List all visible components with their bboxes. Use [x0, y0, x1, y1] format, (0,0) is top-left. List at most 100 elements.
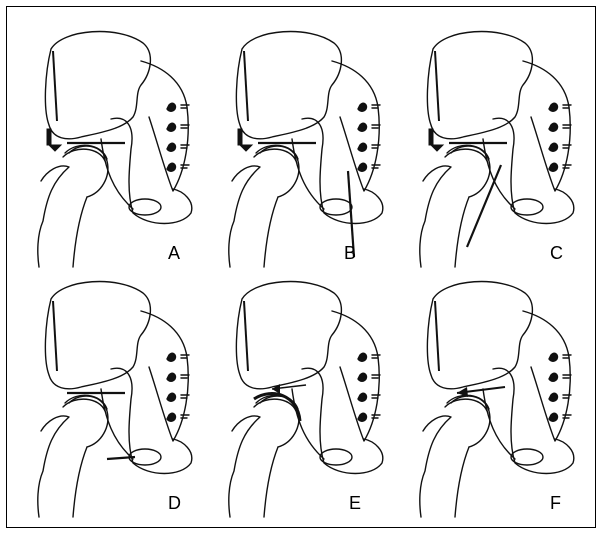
- sacral-mark: [372, 105, 380, 108]
- panel-c: C: [405, 21, 593, 271]
- femoral-head: [260, 146, 299, 197]
- cartilage-line-1: [445, 399, 487, 411]
- arrow-cut-marker: [238, 129, 252, 151]
- sacral-foramen: [358, 393, 367, 401]
- panel-label-f: F: [550, 493, 561, 514]
- obturator-foramen: [129, 199, 161, 215]
- femoral-head: [451, 396, 490, 447]
- sacral-foramen: [549, 103, 558, 111]
- ischium-outline: [101, 139, 133, 209]
- panel-label-e: E: [349, 493, 361, 514]
- sacral-mark: [372, 415, 380, 418]
- sacral-foramen: [549, 143, 558, 151]
- pelvis-drawing-f: [405, 271, 593, 521]
- sacral-foramen: [167, 373, 176, 381]
- sacral-mark: [372, 165, 380, 168]
- ilium-outline: [45, 32, 150, 139]
- femur-outline: [229, 166, 278, 267]
- ilium-cut-line: [53, 301, 57, 371]
- sacrum-outline: [141, 61, 188, 191]
- ilium-outline: [236, 32, 341, 139]
- panel-e: E: [214, 271, 402, 521]
- ilium-outline: [45, 282, 150, 389]
- pelvis-drawing-e: [214, 271, 402, 521]
- sacral-mark: [181, 415, 189, 418]
- panel-label-a: A: [168, 243, 180, 264]
- sacrum-outline: [332, 61, 379, 191]
- ilium-cut-line: [244, 51, 248, 121]
- sacral-foramen: [358, 413, 367, 421]
- sacral-foramen: [549, 393, 558, 401]
- ischium-outline: [483, 389, 515, 459]
- sacral-foramen: [358, 143, 367, 151]
- pelvis-outline: [38, 282, 192, 517]
- ischium-outline: [292, 139, 324, 209]
- sacrum-outline: [523, 311, 570, 441]
- pelvis-drawing-a: [23, 21, 211, 271]
- ilium-cut-line: [435, 301, 439, 371]
- sacral-mark: [181, 165, 189, 168]
- sacral-mark: [563, 105, 571, 108]
- sacral-mark: [563, 145, 571, 148]
- femur-outline: [420, 166, 469, 267]
- sacral-foramen: [358, 373, 367, 381]
- sacral-mark: [563, 395, 571, 398]
- ischium-outline: [292, 389, 324, 459]
- sacral-foramen: [167, 413, 176, 421]
- sacral-mark: [181, 355, 189, 358]
- pubis-outline: [302, 368, 383, 473]
- ilium-outline: [427, 32, 532, 139]
- arrow-cut-marker: [429, 129, 443, 151]
- sacral-foramen: [358, 163, 367, 171]
- pelvis-drawing-c: [405, 21, 593, 271]
- cartilage-line-2: [65, 145, 107, 159]
- cut-arrow-symbol: [429, 129, 443, 151]
- sacral-mark: [372, 145, 380, 148]
- sacral-mark: [372, 355, 380, 358]
- sacral-mark: [181, 145, 189, 148]
- pelvis-outline: [229, 32, 383, 267]
- cut-arrow-symbol: [47, 129, 61, 151]
- sacral-foramen: [549, 373, 558, 381]
- sacral-foramen: [549, 163, 558, 171]
- sacrum-outline: [141, 311, 188, 441]
- panel-label-c: C: [550, 243, 563, 264]
- ilium-cut-line: [53, 51, 57, 121]
- pubis-outline: [302, 118, 383, 223]
- cut-arrow-symbol: [238, 129, 252, 151]
- pubis-outline: [493, 118, 574, 223]
- cartilage-line-2: [447, 145, 489, 159]
- sacral-foramen: [358, 123, 367, 131]
- cartilage-line-2: [256, 145, 298, 159]
- sacral-mark: [563, 415, 571, 418]
- sacral-foramen: [167, 103, 176, 111]
- cartilage-line-1: [254, 149, 296, 161]
- sacral-foramen: [167, 353, 176, 361]
- figure-frame: A B C D E F: [6, 6, 596, 528]
- sacral-foramen: [358, 353, 367, 361]
- pubis-outline: [111, 118, 192, 223]
- sacral-mark: [372, 395, 380, 398]
- panel-grid: A B C D E F: [23, 21, 593, 521]
- panel-b: B: [214, 21, 402, 271]
- sacral-mark: [181, 395, 189, 398]
- sacrum-outline: [332, 311, 379, 441]
- sacrum-outline: [523, 61, 570, 191]
- sacral-foramen: [167, 143, 176, 151]
- pelvis-outline: [420, 32, 574, 267]
- panel-label-d: D: [168, 493, 181, 514]
- lower-osteotomy: [107, 457, 135, 459]
- panel-a: A: [23, 21, 211, 271]
- femoral-head: [451, 146, 490, 197]
- panel-label-b: B: [344, 243, 356, 264]
- obturator-foramen: [320, 199, 352, 215]
- sacral-mark: [563, 165, 571, 168]
- sacral-foramen: [549, 413, 558, 421]
- pelvis-drawing-b: [214, 21, 402, 271]
- cartilage-line-1: [445, 149, 487, 161]
- pelvis-outline: [38, 32, 192, 267]
- sacral-mark: [181, 105, 189, 108]
- cartilage-line-2: [65, 395, 107, 409]
- panel-d: D: [23, 271, 211, 521]
- cartilage-line-1: [63, 149, 105, 161]
